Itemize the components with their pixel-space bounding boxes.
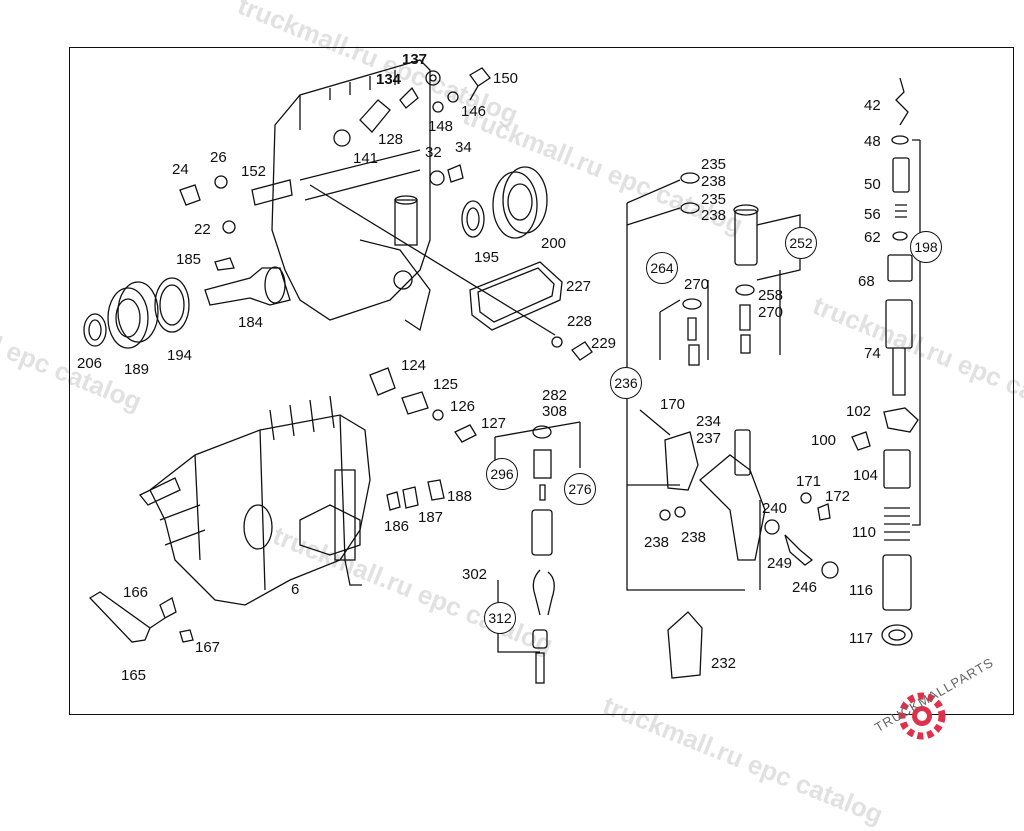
label-185: 185 <box>176 251 202 268</box>
label-126: 126 <box>450 398 476 415</box>
label-26: 26 <box>210 149 227 166</box>
lever-165-drawing <box>88 591 151 643</box>
label-282: 282 <box>542 387 568 404</box>
label-186: 186 <box>384 518 410 535</box>
label-104: 104 <box>853 467 879 484</box>
label-189: 189 <box>124 361 150 378</box>
label-238: 238 <box>644 534 670 551</box>
label-68: 68 <box>858 273 875 290</box>
label-146: 146 <box>461 103 487 120</box>
label-32: 32 <box>425 144 442 161</box>
label-62: 62 <box>864 229 881 246</box>
label-141: 141 <box>353 150 379 167</box>
label-270: 270 <box>684 276 710 293</box>
label-184: 184 <box>238 314 264 331</box>
label-172: 172 <box>825 488 851 505</box>
label-235: 235 <box>701 191 727 208</box>
shaft-184-drawing <box>204 267 291 306</box>
label-24: 24 <box>172 161 189 178</box>
group-label-276: 276 <box>564 473 596 505</box>
seal-195-drawing <box>461 200 485 238</box>
bearing-200-drawing <box>492 171 538 239</box>
group-label-312: 312 <box>484 602 516 634</box>
label-270: 270 <box>758 304 784 321</box>
label-6: 6 <box>291 581 300 598</box>
label-167: 167 <box>195 639 221 656</box>
label-165: 165 <box>121 667 147 684</box>
label-232: 232 <box>711 655 737 672</box>
diagram-frame <box>69 47 1014 715</box>
group-label-252: 252 <box>785 227 817 259</box>
label-137: 137 <box>402 51 428 68</box>
label-100: 100 <box>811 432 837 449</box>
label-308: 308 <box>542 403 568 420</box>
label-166: 166 <box>123 584 149 601</box>
label-228: 228 <box>567 313 593 330</box>
label-124: 124 <box>401 357 427 374</box>
group-label-236: 236 <box>610 367 642 399</box>
group-label-296: 296 <box>486 458 518 490</box>
label-117: 117 <box>849 630 873 647</box>
label-187: 187 <box>418 509 444 526</box>
label-116: 116 <box>849 582 873 599</box>
label-170: 170 <box>660 396 686 413</box>
label-150: 150 <box>493 70 519 87</box>
label-206: 206 <box>77 355 103 372</box>
label-195: 195 <box>474 249 500 266</box>
label-238: 238 <box>701 207 727 224</box>
label-48: 48 <box>864 133 881 150</box>
label-171: 171 <box>796 473 822 490</box>
label-134: 134 <box>376 71 402 88</box>
label-240: 240 <box>762 500 788 517</box>
shaft-152-drawing <box>251 179 293 206</box>
gasket-227-drawing <box>469 261 563 331</box>
pump-assembly-6-drawing <box>149 414 371 606</box>
label-302: 302 <box>462 566 488 583</box>
label-235: 235 <box>701 156 727 173</box>
label-227: 227 <box>566 278 592 295</box>
label-238: 238 <box>681 529 707 546</box>
label-237: 237 <box>696 430 722 447</box>
label-110: 110 <box>852 524 876 541</box>
label-102: 102 <box>846 403 872 420</box>
parts-drawing <box>83 59 921 684</box>
label-74: 74 <box>864 345 881 362</box>
pump-housing-drawing <box>271 59 431 321</box>
label-194: 194 <box>167 347 193 364</box>
group-label-198: 198 <box>910 231 942 263</box>
label-188: 188 <box>447 488 473 505</box>
seal-194-drawing <box>154 277 190 333</box>
label-42: 42 <box>864 97 881 114</box>
label-128: 128 <box>378 131 404 148</box>
label-125: 125 <box>433 376 459 393</box>
group-label-264: 264 <box>646 252 678 284</box>
seal-206-drawing <box>83 313 107 347</box>
label-34: 34 <box>455 139 472 156</box>
label-148: 148 <box>428 118 454 135</box>
label-249: 249 <box>767 555 793 572</box>
label-229: 229 <box>591 335 617 352</box>
truckmallparts-logo <box>898 692 946 740</box>
label-50: 50 <box>864 176 881 193</box>
plate-234-drawing <box>664 431 699 491</box>
label-56: 56 <box>864 206 881 223</box>
label-152: 152 <box>241 163 267 180</box>
label-238: 238 <box>701 173 727 190</box>
label-22: 22 <box>194 221 211 238</box>
label-234: 234 <box>696 413 722 430</box>
label-246: 246 <box>792 579 818 596</box>
bearing-189-drawing <box>107 287 149 349</box>
label-127: 127 <box>481 415 507 432</box>
plate-232-drawing <box>667 611 703 679</box>
label-200: 200 <box>541 235 567 252</box>
label-258: 258 <box>758 287 784 304</box>
